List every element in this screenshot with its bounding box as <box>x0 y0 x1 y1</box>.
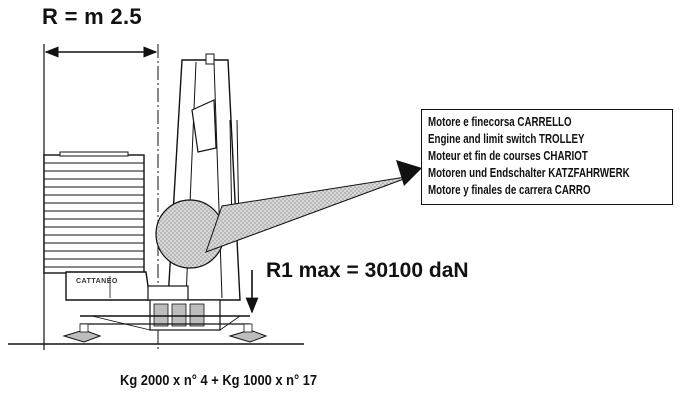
ballast-stack <box>43 151 145 274</box>
reaction-label: R1 max = 30100 daN <box>266 259 469 282</box>
callout-leader <box>205 175 413 253</box>
callout-arrowhead <box>396 160 422 186</box>
callout-line-french: Moteur et fin de courses CHARIOT <box>428 149 588 163</box>
ballast-label: Kg 2000 x n° 4 + Kg 1000 x n° 17 <box>120 372 318 389</box>
callout-line-italian: Motore e finecorsa CARRELLO <box>428 115 572 129</box>
crane-base-body <box>65 271 189 301</box>
outrigger-pad-right <box>228 329 268 343</box>
manufacturer-logo: CATTANEO <box>76 278 118 285</box>
callout-line-english: Engine and limit switch TROLLEY <box>428 132 585 146</box>
callout-line-spanish: Motore y finales de carrera CARRO <box>428 183 591 197</box>
radius-label: R = m 2.5 <box>42 4 142 29</box>
outrigger-pad-left <box>62 329 102 343</box>
callout-line-german: Motoren und Endschalter KATZFAHRWERK <box>428 166 630 180</box>
trolley-callout-box: Motore e finecorsa CARRELLO Engine and l… <box>421 109 673 205</box>
ballast-block-frame <box>43 154 145 274</box>
undercarriage <box>62 299 268 343</box>
